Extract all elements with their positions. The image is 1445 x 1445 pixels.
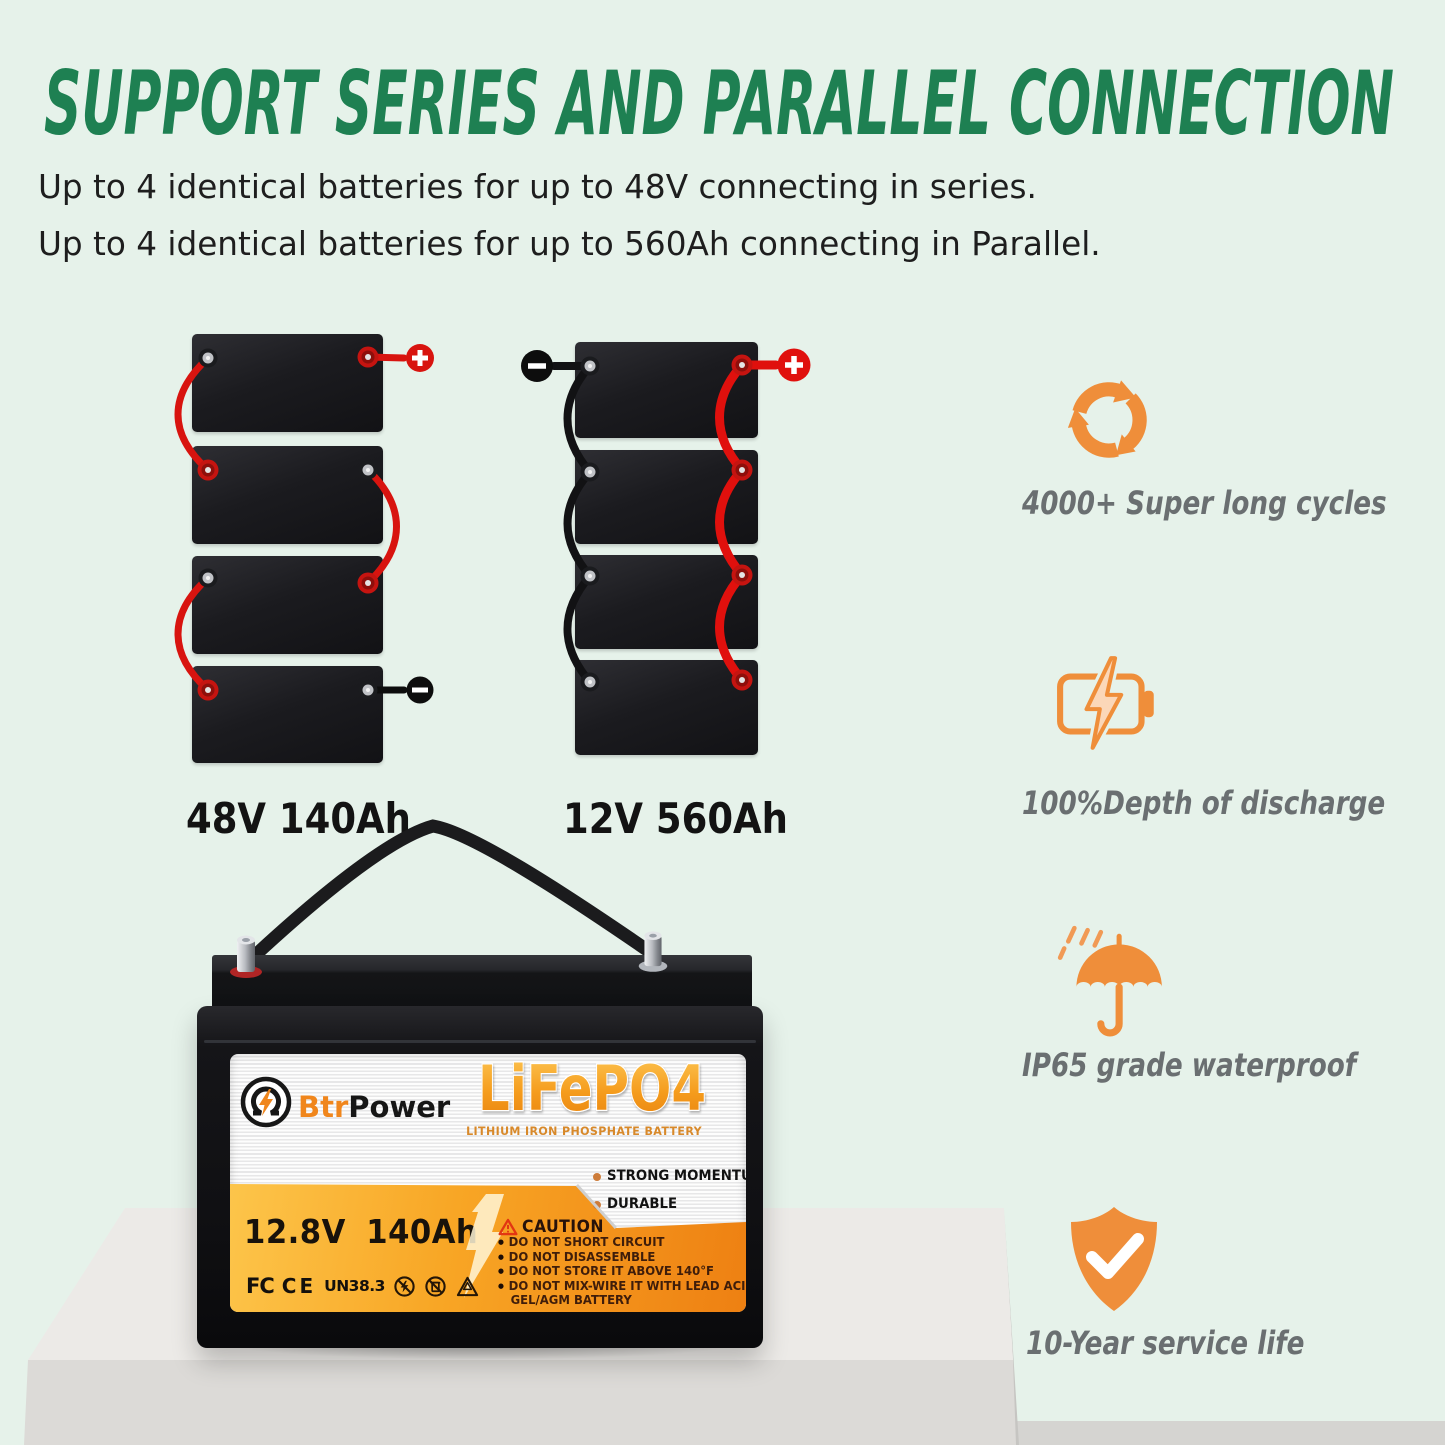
- battery-label: BtrPower LiFePO4 LITHIUM IRON PHOSPHATE …: [230, 1054, 746, 1312]
- parallel-diagram-label: 12V 560Ah: [563, 794, 788, 843]
- caution-item: DO NOT SHORT CIRCUIT: [498, 1235, 731, 1250]
- lightning-watermark-icon: [464, 1194, 504, 1298]
- umbrella-rain-icon: [1057, 925, 1162, 1037]
- no-short-circuit-icon: [394, 1275, 415, 1297]
- shield-check-icon: [1071, 1207, 1157, 1311]
- parallel-battery-block: [575, 660, 758, 755]
- caution-item-continuation: GEL/AGM BATTERY: [510, 1293, 632, 1308]
- parallel-positive-terminal-icon: [777, 348, 811, 382]
- caution-item: DO NOT STORE IT ABOVE 140°F: [498, 1264, 731, 1279]
- feature-item-waterproof: IP65 grade waterproof: [1022, 920, 1445, 1084]
- brand-suffix: Power: [348, 1090, 451, 1124]
- battery-bevel-line: [204, 1040, 756, 1043]
- caution-list: DO NOT SHORT CIRCUIT DO NOT DISASSEMBLE …: [498, 1235, 746, 1308]
- caution-item: DO NOT DISASSEMBLE: [498, 1250, 731, 1265]
- warning-triangle-icon: [498, 1218, 518, 1236]
- brand-logo-omega-bolt-icon: [240, 1076, 292, 1128]
- parallel-negative-wires: [550, 362, 594, 686]
- feature-item-discharge: 100%Depth of discharge: [1022, 652, 1445, 822]
- product-name: LiFePO4: [478, 1056, 706, 1124]
- recycle-triangle-icon: [456, 1276, 479, 1296]
- feature-item-cycles: 4000+ Super long cycles: [1022, 366, 1445, 522]
- un383-mark: UN38.3: [324, 1277, 385, 1295]
- highlight-item: STRONG MOMENTUM: [607, 1168, 746, 1184]
- series-battery-block: [192, 666, 383, 763]
- page-title: SUPPORT SERIES AND PARALLEL CONNECTION: [44, 58, 1394, 150]
- floor: [1013, 1421, 1445, 1445]
- parallel-negative-terminal-icon: [521, 350, 553, 382]
- spec-text: 12.8V 140Ah: [244, 1212, 479, 1251]
- series-negative-terminal-icon: [406, 676, 434, 704]
- page-title-graphic: SUPPORT SERIES AND PARALLEL CONNECTION: [44, 58, 1394, 150]
- subtitle-line-2: Up to 4 identical batteries for up to 56…: [38, 224, 1101, 263]
- product-name-graphic: LiFePO4: [477, 1056, 708, 1124]
- feature-label: 10-Year service life: [1026, 1324, 1305, 1362]
- series-battery-block: [192, 446, 383, 544]
- no-disposal-icon: [425, 1275, 446, 1297]
- fcc-mark: FC: [246, 1274, 275, 1298]
- brand-prefix: Btr: [298, 1090, 349, 1124]
- series-positive-terminal-icon: [406, 344, 434, 372]
- battery-bolt-icon: [1057, 653, 1154, 753]
- feature-item-service-life: 10-Year service life: [1026, 1202, 1445, 1362]
- battery-terminal-left: [230, 935, 262, 978]
- caution-item: DO NOT MIX-WIRE IT WITH LEAD ACID/: [498, 1279, 746, 1294]
- ce-mark: CE: [281, 1274, 317, 1298]
- series-battery-block: [192, 556, 383, 654]
- pedestal-front-face: [24, 1360, 1016, 1445]
- parallel-positive-wires: [715, 360, 781, 685]
- brand-name: BtrPower: [298, 1090, 450, 1124]
- caution-title: CAUTION: [522, 1217, 604, 1237]
- feature-label: 4000+ Super long cycles: [1022, 484, 1387, 522]
- subtitle-line-1: Up to 4 identical batteries for up to 48…: [38, 167, 1037, 206]
- connection-wires-graphic: [174, 344, 811, 704]
- pedestal-right-face: [1004, 1208, 1019, 1445]
- recycle-arrows-icon: [1067, 380, 1147, 458]
- battery-terminal-right: [638, 931, 668, 972]
- product-subtitle: LITHIUM IRON PHOSPHATE BATTERY: [466, 1124, 703, 1138]
- certification-row: FC CE UN38.3: [246, 1274, 480, 1298]
- series-battery-block: [192, 334, 383, 432]
- diagram-terminals: [197, 346, 753, 701]
- series-diagram-label: 48V 140Ah: [186, 794, 411, 843]
- feature-label: 100%Depth of discharge: [1022, 784, 1386, 822]
- carry-strap: [243, 819, 657, 967]
- highlight-item: DURABLE: [607, 1196, 678, 1212]
- highlight-bullet: [593, 1173, 601, 1181]
- series-positive-wires: [174, 353, 408, 694]
- feature-label: IP65 grade waterproof: [1022, 1046, 1357, 1084]
